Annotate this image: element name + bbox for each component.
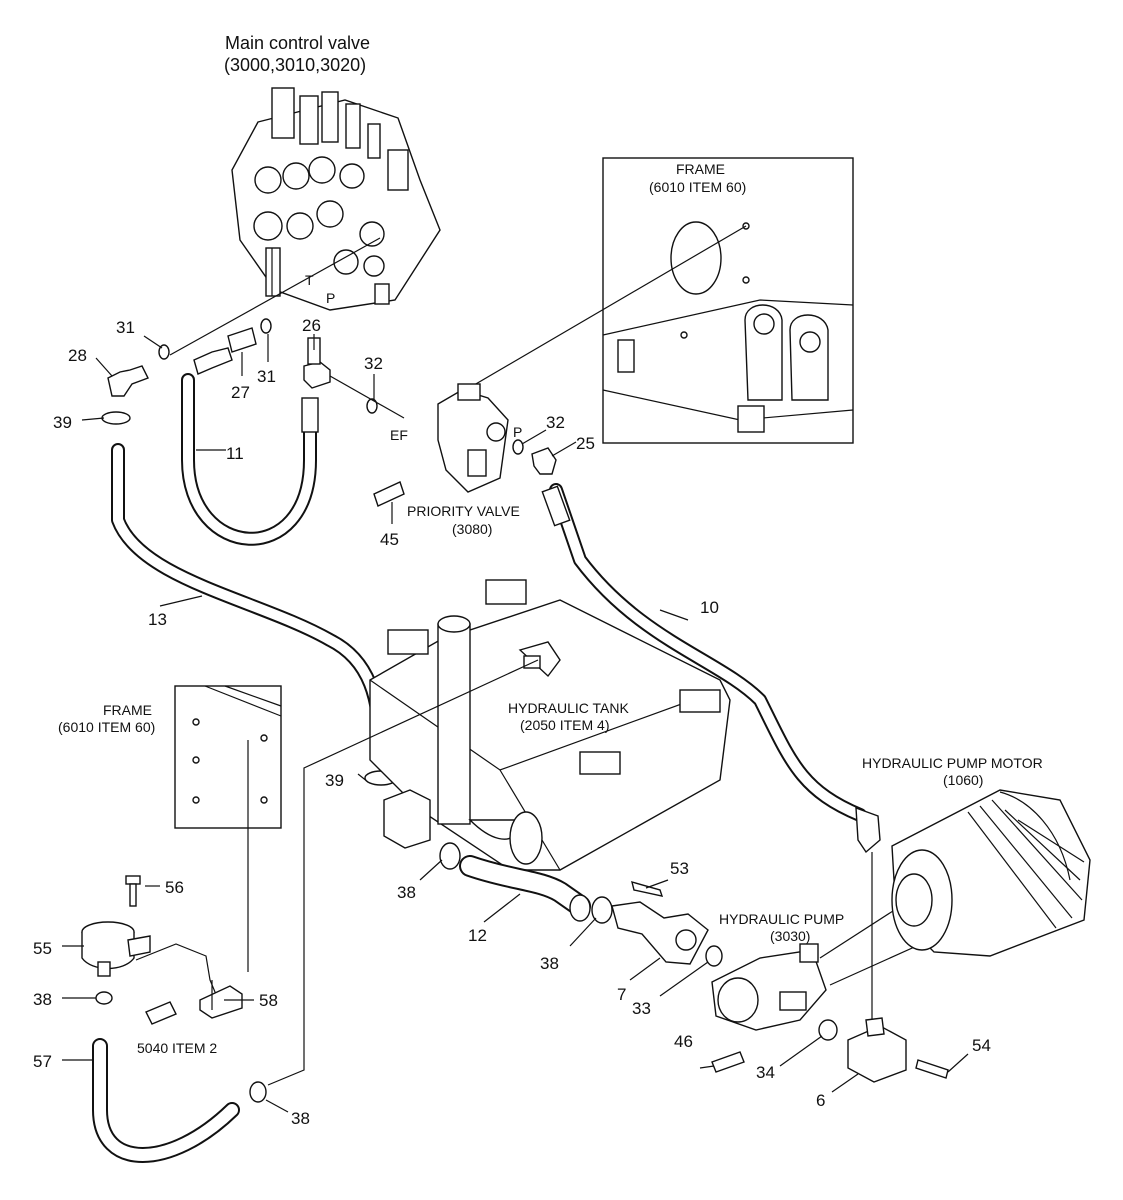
main-control-valve [231,87,441,311]
callout-32a: 32 [364,354,383,373]
hydraulic-pump [711,943,827,1031]
callout-12: 12 [468,926,487,945]
callout-34: 34 [756,1063,775,1082]
priority-valve [437,383,509,493]
callout-39a: 39 [53,413,72,432]
callout-13: 13 [148,610,167,629]
item-5040-caption: 5040 ITEM 2 [137,1040,217,1056]
hose-clamp-38d [249,1081,267,1103]
manifold-block-6 [847,1017,907,1083]
frame-top-caption-code: (6010 ITEM 60) [649,179,746,195]
callout-53: 53 [670,859,689,878]
frame-top-caption: FRAME [676,161,725,177]
hose-clamp-38b [591,896,613,924]
hose-10 [541,483,881,854]
port-letter-t: T [305,272,314,288]
priority-valve-caption-code: (3080) [452,521,492,537]
port-letter-ef: EF [390,427,408,443]
callout-56: 56 [165,878,184,897]
callout-57: 57 [33,1052,52,1071]
callout-46: 46 [674,1032,693,1051]
bolt-5040 [145,1001,177,1025]
frame-top-drawing [602,221,854,433]
priority-valve-caption: PRIORITY VALVE [407,503,520,519]
adapter-fitting-27 [193,327,257,375]
callout-11: 11 [226,444,244,463]
callout-6: 6 [816,1091,825,1110]
callout-38a: 38 [397,883,416,902]
hydraulic-pump-caption-code: (3030) [770,928,810,944]
callout-32b: 32 [546,413,565,432]
o-ring-33 [705,945,723,967]
pump-motor-caption-code: (1060) [943,772,983,788]
callout-38c: 38 [33,990,52,1009]
port-letter-p-valve: P [326,290,335,306]
main-valve-caption: Main control valve [225,33,370,53]
o-ring-32a [366,398,378,414]
hydraulic-pump-motor [891,789,1091,957]
hydraulic-pump-caption: HYDRAULIC PUMP [719,911,844,927]
filter-55 [81,921,151,977]
callout-38d: 38 [291,1109,310,1128]
hose-clamp-38a [439,842,461,870]
hose-57 [92,1038,240,1163]
callout-54: 54 [972,1036,991,1055]
hose-11 [181,373,319,546]
tee-fitting-26 [303,337,331,389]
callout-31b: 31 [257,367,276,386]
leader-frame-pointer [444,225,747,403]
bolt-56 [125,875,141,907]
main-valve-caption-code: (3000,3010,3020) [224,55,366,75]
hose-clamp-39a [101,411,131,425]
leader-lines [62,334,969,1113]
elbow-fitting-28 [107,365,149,397]
plug-45 [373,481,405,507]
frame-left-caption-code: (6010 ITEM 60) [58,719,155,735]
flange-7 [611,901,709,965]
frame-left-drawing [192,685,282,804]
callout-58: 58 [259,991,278,1010]
callout-45: 45 [380,530,399,549]
pump-motor-caption: HYDRAULIC PUMP MOTOR [862,755,1043,771]
bolt-53 [631,880,664,897]
o-ring-31b [260,318,272,334]
callout-33: 33 [632,999,651,1018]
callout-7: 7 [617,985,626,1004]
o-ring-31a [158,344,170,360]
callout-28: 28 [68,346,87,365]
bolt-54 [915,1059,949,1079]
callout-39b: 39 [325,771,344,790]
o-ring-34 [818,1019,838,1041]
leader-valve-to-frame [169,237,381,356]
frame-left-caption: FRAME [103,702,152,718]
port-letter-p-priority: P [513,424,522,440]
callout-10: 10 [700,598,719,617]
callout-27: 27 [231,383,250,402]
hydraulic-tank [369,579,731,871]
callout-55: 55 [33,939,52,958]
callout-25: 25 [576,434,595,453]
callout-38b: 38 [540,954,559,973]
hydraulic-tank-caption: HYDRAULIC TANK [508,700,630,716]
hydraulic-tank-caption-code: (2050 ITEM 4) [520,717,609,733]
o-ring-32b [512,439,524,455]
frame-detail-box-left [174,685,282,829]
callout-26: 26 [302,316,321,335]
bracket-58 [199,980,243,1019]
bolt-46 [711,1051,745,1073]
hose-12 [459,855,591,922]
hose-clamp-38c [95,991,113,1005]
elbow-fitting-25 [531,447,557,475]
callout-31a: 31 [116,318,135,337]
